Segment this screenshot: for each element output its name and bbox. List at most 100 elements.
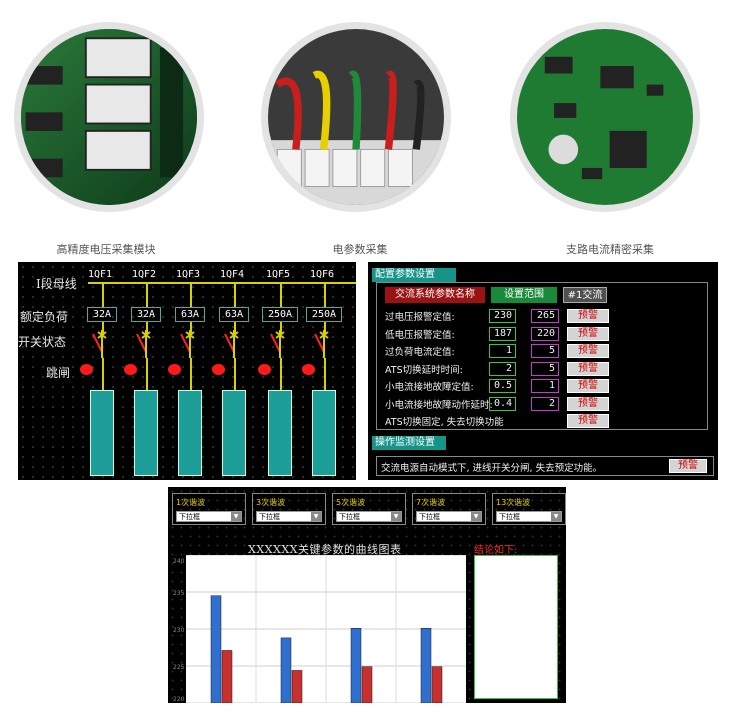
caption-voltage-module: 高精度电压采集模块 <box>56 243 156 256</box>
value-max-field[interactable]: 2 <box>531 396 559 411</box>
switch-state-icon[interactable] <box>267 330 289 358</box>
switch-state-icon[interactable] <box>89 330 111 358</box>
breaker-feed-line <box>280 283 282 307</box>
load-level-bar <box>134 390 158 476</box>
conclusion-box[interactable] <box>474 555 558 699</box>
breaker-mid-line <box>234 322 236 334</box>
caption-electrical-param: 电参数采集 <box>332 243 388 256</box>
value-min-field[interactable]: 2 <box>489 361 516 376</box>
load-level-bar <box>178 390 202 476</box>
harmonic-dropdown[interactable]: 下拉框▼ <box>336 511 402 522</box>
breaker-low-line <box>190 358 192 390</box>
breaker-low-line <box>102 358 104 390</box>
warning-button[interactable]: 预警 <box>567 344 609 358</box>
y-tick-label: 230 <box>173 627 185 634</box>
dropdown-value: 下拉框 <box>179 513 200 521</box>
op-warning-button[interactable]: 预警 <box>669 459 707 473</box>
chevron-down-icon: ▼ <box>311 512 321 521</box>
warning-button[interactable]: 预警 <box>567 414 609 428</box>
config-row-label: 低电压报警定值: <box>385 329 455 341</box>
harmonic-order-label: 1次谐波 <box>176 498 206 507</box>
y-tick-label: 225 <box>173 664 185 671</box>
chart-bar <box>350 628 362 703</box>
chart-bar <box>221 650 233 703</box>
op-monitor-text: 交流电源自动模式下, 进线开关分闸, 失去预定功能。 <box>381 463 603 474</box>
value-max-field[interactable]: 220 <box>531 326 559 341</box>
load-level-bar <box>312 390 336 476</box>
config-row: 低电压报警定值: 187 220 预警 <box>377 325 707 342</box>
warning-button[interactable]: 预警 <box>567 361 609 376</box>
breaker-name: 1QF3 <box>176 269 201 280</box>
rated-amp-box: 250A <box>262 307 298 322</box>
value-max-field[interactable]: 1 <box>531 379 559 393</box>
value-min-field[interactable]: 230 <box>489 309 516 323</box>
chart-bar <box>210 595 222 703</box>
config-row: ATS切换固定, 失去切换功能预警 <box>377 412 707 429</box>
chevron-down-icon: ▼ <box>391 512 401 521</box>
harmonic-dropdown[interactable]: 下拉框 ▼ <box>176 511 242 522</box>
value-min-field[interactable]: 0.5 <box>489 379 516 393</box>
rated-amp-box: 32A <box>87 307 117 322</box>
header-range: 设置范围 <box>491 287 557 303</box>
bus-bar-line <box>88 282 356 284</box>
chevron-down-icon: ▼ <box>231 512 241 521</box>
rated-amp-box: 32A <box>131 307 161 322</box>
harmonic-dropdown[interactable]: 下拉框 ▼ <box>256 511 322 522</box>
caption-branch-current: 支路电流精密采集 <box>566 243 654 256</box>
y-tick-label: 240 <box>173 558 185 565</box>
trip-indicator <box>212 364 225 375</box>
chart-bar <box>420 628 432 703</box>
trip-indicator <box>258 364 271 375</box>
breaker-name: 1QF4 <box>220 269 245 280</box>
rated-amp-box: 63A <box>175 307 205 322</box>
warning-button[interactable]: 预警 <box>567 326 609 341</box>
value-max-field[interactable]: 5 <box>531 361 559 376</box>
electrical-param-photo <box>261 22 451 212</box>
switch-state-icon[interactable] <box>311 330 333 358</box>
warning-button[interactable]: 预警 <box>567 379 609 393</box>
config-section-title: 配置参数设置 <box>372 268 456 282</box>
value-min-field[interactable]: 0.4 <box>489 396 516 411</box>
breaker-name: 1QF2 <box>132 269 157 280</box>
trip-indicator <box>80 364 93 375</box>
op-section-title: 操作监测设置 <box>372 436 446 450</box>
dropdown-value: 下拉框 <box>259 513 280 521</box>
harmonic-dropdown[interactable]: 下拉框▼ <box>496 511 562 522</box>
warning-button[interactable]: 预警 <box>567 396 609 411</box>
switch-state-icon[interactable] <box>221 330 243 358</box>
harmonic-order-label: 5次谐波 <box>336 498 366 507</box>
breaker-low-line <box>324 358 326 390</box>
breaker-name: 1QF5 <box>266 269 291 280</box>
config-row-label: 过电压报警定值: <box>385 312 455 323</box>
switch-state-icon[interactable] <box>177 330 199 358</box>
switch-state-icon[interactable] <box>133 330 155 358</box>
voltage-module-photo <box>14 22 204 212</box>
conclusion-label: 结论如下: <box>474 545 518 556</box>
breaker-mid-line <box>146 322 148 334</box>
value-max-field[interactable]: 5 <box>531 344 559 358</box>
chart-bar <box>280 637 292 703</box>
chart-bar <box>361 666 373 703</box>
breaker-name: 1QF6 <box>310 269 335 280</box>
value-max-field[interactable]: 265 <box>531 309 559 323</box>
config-row-label: ATS切换延时时间: <box>385 364 463 376</box>
config-row-label: 过负荷电流定值: <box>385 347 455 358</box>
label-rated-load: 额定负荷 <box>20 310 69 324</box>
value-min-field[interactable]: 187 <box>489 326 516 341</box>
trip-indicator <box>124 364 137 375</box>
rated-amp-box: 63A <box>219 307 249 322</box>
branch-current-photo <box>510 22 700 212</box>
value-min-field[interactable]: 1 <box>489 344 516 358</box>
harmonic-selector: 7次谐波下拉框▼ <box>412 493 486 525</box>
harmonic-selector: 3次谐波下拉框 ▼ <box>252 493 326 525</box>
harmonic-dropdown[interactable]: 下拉框▼ <box>416 511 482 522</box>
chevron-down-icon: ▼ <box>551 512 561 521</box>
trip-indicator <box>168 364 181 375</box>
harmonic-selector: 1次谐波下拉框 ▼ <box>172 493 246 525</box>
warning-button[interactable]: 预警 <box>567 309 609 323</box>
harmonic-order-label: 3次谐波 <box>256 498 286 507</box>
